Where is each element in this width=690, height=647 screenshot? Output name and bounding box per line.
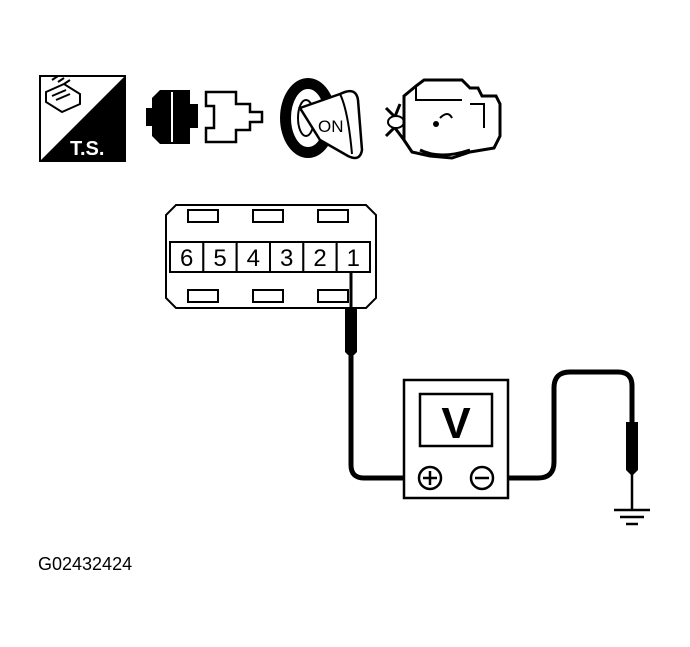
connector-pin-1: 1 [335, 241, 371, 273]
pin-label: 4 [247, 245, 260, 272]
negative-probe-lead [508, 369, 638, 510]
pin-label: 6 [180, 245, 193, 272]
connector-pin-6: 6 [169, 241, 205, 273]
trouble-shooting-icon: T.S. [39, 75, 126, 162]
negative-terminal [469, 465, 495, 491]
connector-disconnected-icon [146, 90, 264, 144]
ignition-switch-on-icon: ON [280, 78, 364, 160]
positive-terminal [417, 465, 443, 491]
engine-icon [384, 78, 502, 160]
connector-pin-2: 2 [302, 241, 338, 273]
ts-label: T.S. [70, 138, 104, 160]
voltmeter: V [402, 378, 510, 500]
ground-symbol [614, 508, 650, 526]
connector-pin-5: 5 [202, 241, 238, 273]
voltmeter-display: V [441, 399, 471, 448]
connector-pin-3: 3 [269, 241, 305, 273]
pin-label: 1 [347, 245, 360, 272]
pin-label: 5 [213, 245, 226, 272]
on-label: ON [318, 117, 344, 136]
figure-code: G02432424 [38, 554, 132, 574]
pin-label: 3 [280, 245, 293, 272]
pin-label: 2 [313, 245, 326, 272]
connector-pin-4: 4 [235, 241, 272, 273]
positive-probe-lead [345, 272, 404, 481]
